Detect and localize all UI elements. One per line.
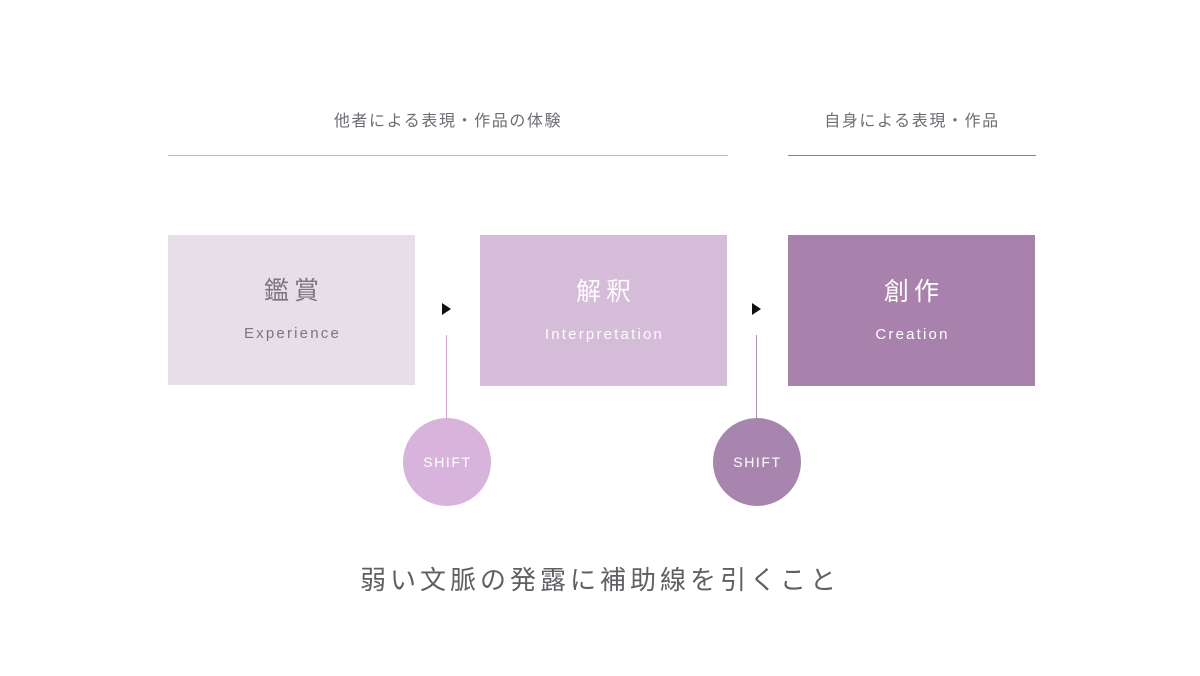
stage-box-creation[interactable]: 創作 Creation [788,235,1035,386]
stage-box-interpretation-title-jp: 解釈 [575,277,636,306]
section-header-others: 他者による表現・作品の体験 [168,114,728,156]
section-header-self: 自身による表現・作品 [788,114,1036,156]
stage-box-creation-title-en: Creation [875,325,950,343]
shift-node-1[interactable]: SHIFT [403,418,491,506]
arrow-right-icon [752,303,761,315]
section-divider-others [168,155,728,156]
shift-connector-line-2 [756,335,757,420]
stage-box-experience-title-jp: 鑑賞 [263,277,324,305]
stage-box-interpretation-title-en: Interpretation [544,325,665,343]
section-divider-self [788,155,1036,156]
shift-node-2[interactable]: SHIFT [713,418,801,506]
shift-connector-line-1 [446,335,447,420]
stage-box-creation-title-jp: 創作 [883,277,944,306]
shift-node-1-label: SHIFT [423,454,472,470]
stage-box-experience-title-en: Experience [243,325,342,342]
shift-node-2-label: SHIFT [733,454,782,470]
arrow-right-icon [442,303,451,315]
stage-box-interpretation[interactable]: 解釈 Interpretation [480,235,727,386]
diagram-caption: 弱い文脈の発露に補助線を引くこと [359,565,840,595]
section-header-self-label: 自身による表現・作品 [824,113,1000,130]
section-header-others-label: 他者による表現・作品の体験 [333,113,563,130]
stage-box-experience[interactable]: 鑑賞 Experience [168,235,415,385]
